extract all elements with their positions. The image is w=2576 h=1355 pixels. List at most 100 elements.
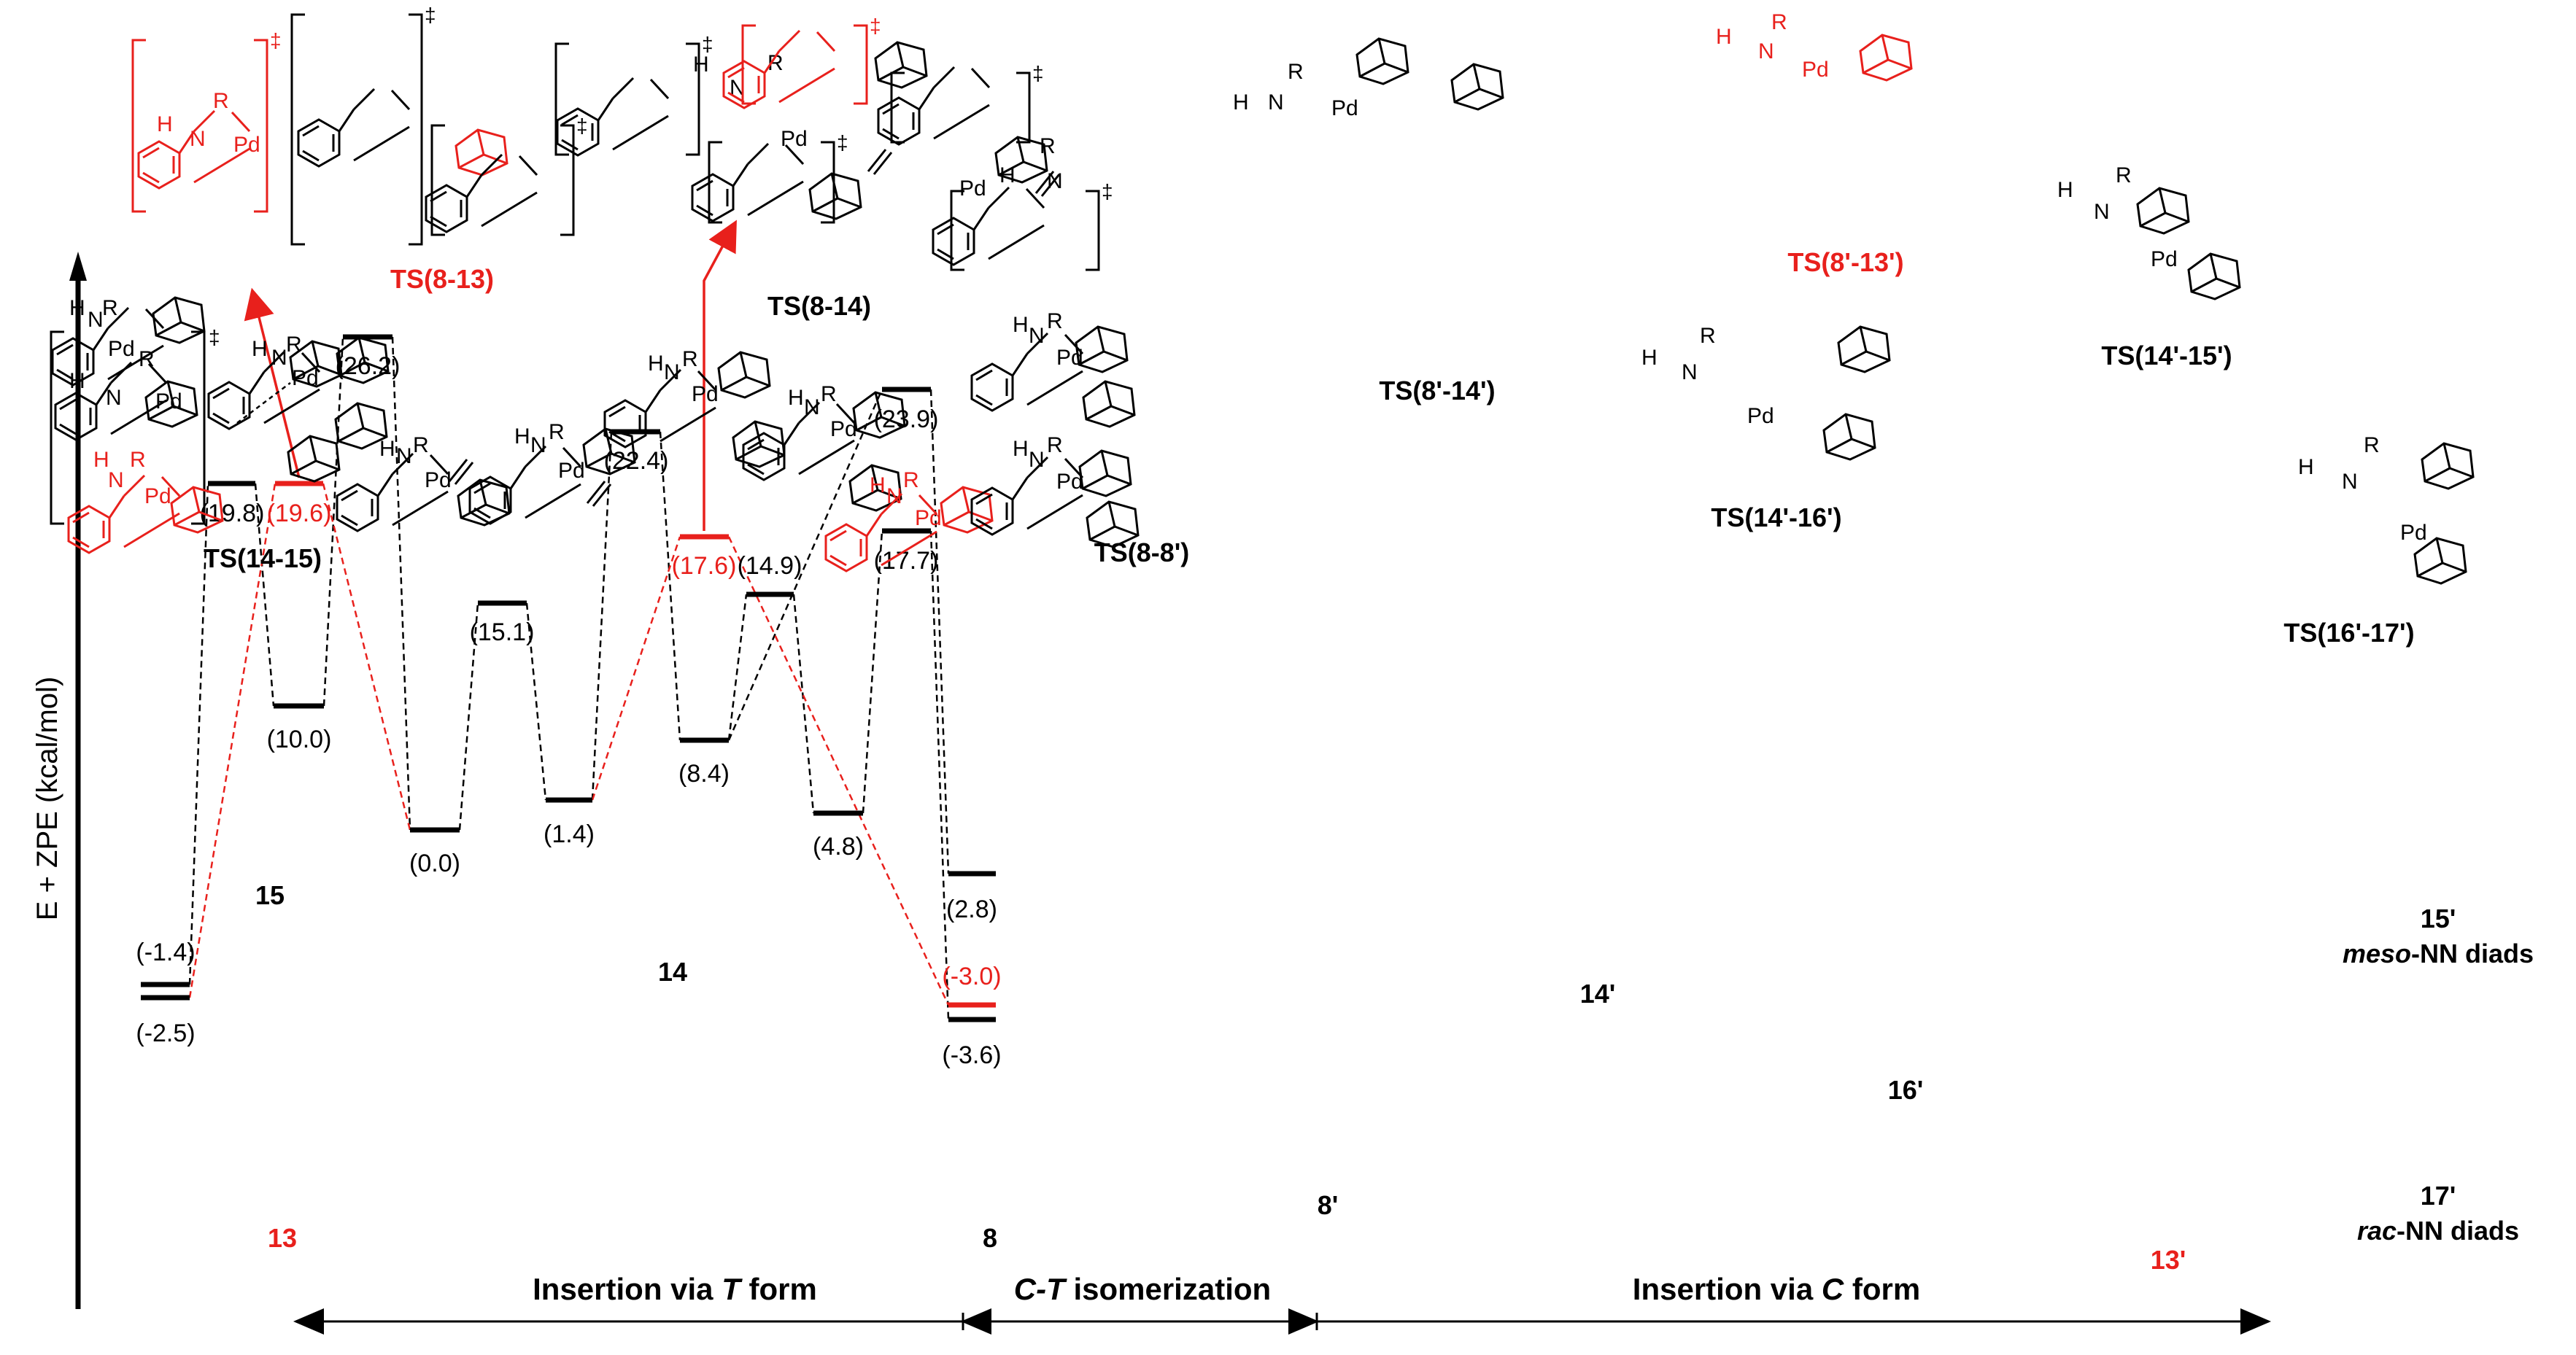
svg-text:‡: ‡ bbox=[1102, 180, 1113, 203]
energy-values: (-1.4) (-2.5) (19.8) (19.6) (10.0) (26.2… bbox=[136, 352, 1001, 1069]
svg-text:H: H bbox=[1013, 313, 1029, 337]
svg-text:H: H bbox=[1233, 90, 1249, 114]
svg-text:Pd: Pd bbox=[558, 459, 585, 483]
value-ts8p-14p: (22.4) bbox=[604, 447, 669, 475]
caption-15p: 15' bbox=[2421, 904, 2456, 933]
structure-ts8-14: Pd N H R ‡ bbox=[290, 4, 928, 246]
structure-ts16p-17p: Pd N H R ‡ bbox=[932, 180, 2475, 585]
svg-text:‡: ‡ bbox=[425, 4, 436, 26]
svg-text:H: H bbox=[1013, 437, 1029, 461]
svg-text:Pd: Pd bbox=[830, 417, 857, 441]
svg-text:Pd: Pd bbox=[1747, 404, 1774, 428]
svg-text:Pd: Pd bbox=[144, 484, 171, 508]
structure-ts8-13: Pd N H R ‡ bbox=[131, 29, 508, 213]
svg-text:N: N bbox=[664, 360, 680, 384]
svg-text:R: R bbox=[903, 468, 919, 492]
svg-text:H: H bbox=[252, 337, 268, 361]
svg-text:Pd: Pd bbox=[1802, 58, 1829, 82]
value-ts8-14: (26.2) bbox=[336, 352, 401, 380]
arrow-to-ts8-13 bbox=[244, 287, 301, 478]
svg-text:‡: ‡ bbox=[837, 131, 848, 154]
svg-text:H: H bbox=[1716, 25, 1732, 49]
svg-text:N: N bbox=[1758, 39, 1774, 63]
svg-text:Pd: Pd bbox=[108, 337, 135, 361]
svg-text:N: N bbox=[1682, 360, 1698, 384]
svg-text:R: R bbox=[1288, 60, 1304, 84]
svg-text:H: H bbox=[648, 352, 664, 376]
caption-ts8-13: TS(8-13) bbox=[390, 264, 494, 294]
svg-text:N: N bbox=[2342, 470, 2358, 494]
svg-text:H: H bbox=[514, 424, 530, 449]
svg-text:N: N bbox=[1268, 90, 1284, 114]
svg-text:H: H bbox=[693, 53, 709, 77]
value-14p: (8.4) bbox=[678, 760, 730, 788]
svg-text:Pd: Pd bbox=[781, 127, 808, 151]
svg-text:N: N bbox=[530, 433, 546, 457]
svg-text:H: H bbox=[788, 386, 804, 410]
svg-text:‡: ‡ bbox=[1032, 62, 1044, 85]
value-15: (-1.4) bbox=[136, 939, 195, 966]
structure-15p: Pd N H R bbox=[970, 309, 1136, 428]
svg-text:N: N bbox=[88, 308, 104, 332]
value-13: (-2.5) bbox=[136, 1020, 195, 1047]
svg-text:H: H bbox=[2298, 455, 2314, 479]
svg-text:H: H bbox=[1641, 346, 1658, 370]
svg-text:Pd: Pd bbox=[1056, 346, 1083, 370]
svg-text:Pd: Pd bbox=[1056, 470, 1083, 494]
caption-17p: 17' bbox=[2421, 1181, 2456, 1211]
caption-ts8p-13p: TS(8'-13') bbox=[1787, 247, 1903, 277]
value-ts8p-13p: (17.6) bbox=[672, 552, 737, 580]
svg-text:H: H bbox=[379, 437, 395, 461]
svg-text:R: R bbox=[1040, 134, 1056, 158]
structure-8p: Pd N H R bbox=[468, 420, 636, 525]
svg-text:Pd: Pd bbox=[2151, 247, 2178, 271]
svg-text:N: N bbox=[271, 346, 287, 370]
svg-text:‡: ‡ bbox=[870, 15, 881, 37]
svg-text:R: R bbox=[130, 448, 146, 472]
structure-ts14p-15p: Pd N H R ‡ bbox=[877, 62, 2241, 300]
svg-text:R: R bbox=[1700, 324, 1716, 348]
svg-text:R: R bbox=[413, 433, 429, 457]
structure-13p: Pd N H R bbox=[824, 468, 994, 572]
caption-ts14p-16p: TS(14'-16') bbox=[1711, 502, 1841, 532]
svg-text:N: N bbox=[886, 484, 902, 508]
svg-text:N: N bbox=[396, 444, 412, 468]
caption-15: 15 bbox=[255, 880, 285, 910]
value-ts14-15: (19.8) bbox=[200, 500, 265, 527]
svg-text:Pd: Pd bbox=[233, 133, 260, 157]
y-axis-arrowhead bbox=[69, 252, 87, 281]
structure-15: Pd N H R bbox=[51, 296, 206, 428]
svg-text:Pd: Pd bbox=[2400, 521, 2427, 545]
caption-ts14p-15p: TS(14'-15') bbox=[2101, 341, 2232, 370]
pathway-connectors bbox=[188, 336, 950, 1020]
arrow-to-ts8p-13p bbox=[703, 220, 737, 531]
value-17p: (-3.6) bbox=[942, 1041, 1001, 1069]
structure-14: Pd N H R bbox=[207, 333, 390, 450]
caption-14: 14 bbox=[658, 957, 687, 987]
svg-text:R: R bbox=[767, 51, 784, 75]
value-13p: (-3.0) bbox=[942, 963, 1001, 990]
svg-text:N: N bbox=[106, 386, 122, 410]
structure-14p: Pd N H R bbox=[603, 347, 786, 468]
value-ts14p-15p: (23.9) bbox=[874, 405, 939, 433]
svg-text:N: N bbox=[190, 127, 206, 151]
structure-ts14p-16p: Pd N H R ‡ bbox=[691, 131, 1891, 461]
structure-13: Pd N H R bbox=[67, 448, 224, 554]
caption-8p: 8' bbox=[1318, 1190, 1339, 1220]
svg-text:R: R bbox=[213, 89, 229, 113]
caption-ts8-8p: TS(8-8') bbox=[1094, 537, 1190, 567]
value-8p: (1.4) bbox=[544, 820, 595, 848]
svg-text:‡: ‡ bbox=[270, 29, 282, 52]
caption-ts14-15: TS(14-15) bbox=[204, 543, 322, 573]
structure-16p: Pd N H R bbox=[742, 382, 906, 512]
section-label-isomerization: C-T isomerization bbox=[1014, 1272, 1271, 1306]
svg-text:R: R bbox=[1771, 10, 1787, 34]
value-ts14p-16p: (14.9) bbox=[738, 552, 802, 580]
svg-text:R: R bbox=[1047, 433, 1063, 457]
red-pathway-connectors bbox=[188, 483, 950, 1006]
svg-text:N: N bbox=[730, 76, 746, 100]
svg-text:‡: ‡ bbox=[209, 326, 220, 349]
svg-text:R: R bbox=[2364, 433, 2380, 457]
value-ts16p-17p: (17.7) bbox=[874, 547, 939, 575]
svg-text:N: N bbox=[1047, 169, 1063, 193]
